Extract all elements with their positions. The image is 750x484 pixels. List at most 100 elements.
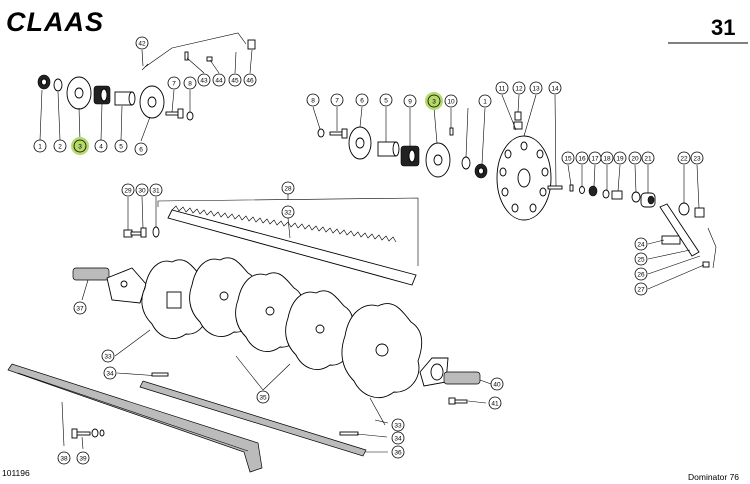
linkage-rod-assembly [141, 32, 256, 74]
callout-label: 21 [644, 155, 652, 162]
drive-shaft-left [72, 267, 147, 304]
callout-label: 27 [637, 286, 645, 293]
callout-circle [256, 390, 270, 404]
callout-circle [575, 151, 589, 165]
callout-circle [134, 142, 148, 156]
callout-circle [306, 93, 320, 107]
callout-circle [94, 139, 108, 153]
callout-circle [167, 76, 181, 90]
callout-label: 13 [532, 85, 540, 92]
callout-label: 4 [99, 143, 103, 150]
claas-logo: CLAAS [6, 7, 104, 37]
callout-circle [379, 93, 393, 107]
callout-circle [212, 73, 226, 87]
callout-15: 15 [561, 151, 575, 165]
callout-35: 35 [256, 390, 270, 404]
callout-label: 35 [259, 394, 267, 401]
callout-circle [355, 93, 369, 107]
callout-30: 30 [135, 183, 149, 197]
callout-1: 1 [33, 139, 47, 153]
callout-12: 12 [512, 81, 526, 95]
callout-circle [641, 151, 655, 165]
callout-circle [33, 139, 47, 153]
callout-3: 3 [71, 137, 89, 155]
callout-circle [135, 183, 149, 197]
callout-label: 11 [499, 85, 506, 92]
callout-label: 44 [215, 77, 223, 84]
callout-circle [634, 282, 648, 296]
callout-label: 23 [693, 155, 701, 162]
callout-3: 3 [425, 92, 443, 110]
callout-circle [281, 205, 295, 219]
callout-6: 6 [134, 142, 148, 156]
callout-31: 31 [149, 183, 163, 197]
callout-label: 8 [188, 80, 192, 87]
callout-label: 26 [637, 271, 645, 278]
callout-label: 28 [284, 185, 292, 192]
callout-27: 27 [634, 282, 648, 296]
callout-circle [149, 183, 163, 197]
callout-5: 5 [114, 139, 128, 153]
callout-21: 21 [641, 151, 655, 165]
long-rod-36 [139, 380, 389, 457]
callout-label: 12 [515, 85, 523, 92]
callout-label: 19 [616, 155, 624, 162]
callout-1: 1 [478, 94, 492, 108]
callout-circle [76, 451, 90, 465]
callout-4: 4 [94, 139, 108, 153]
callout-label: 7 [335, 97, 339, 104]
callout-14: 14 [548, 81, 562, 95]
callout-circle [628, 151, 642, 165]
callout-label: 39 [79, 455, 87, 462]
callout-label: 25 [637, 256, 645, 263]
callout-circle [73, 139, 87, 153]
callout-circle [228, 73, 242, 87]
callout-label: 36 [394, 449, 402, 456]
callout-circle [183, 76, 197, 90]
callout-23: 23 [690, 151, 704, 165]
callout-41: 41 [488, 396, 502, 410]
callout-circle [548, 81, 562, 95]
callout-37: 37 [73, 301, 87, 315]
sprocket-holes [499, 141, 549, 213]
callout-17: 17 [588, 151, 602, 165]
callout-18: 18 [600, 151, 614, 165]
callout-circle [690, 151, 704, 165]
callout-7: 7 [167, 76, 181, 90]
callout-label: 42 [138, 40, 146, 47]
callout-2: 2 [53, 139, 67, 153]
callout-circle [613, 151, 627, 165]
callout-label: 15 [564, 155, 572, 162]
callout-10: 10 [444, 94, 458, 108]
callout-circle [495, 81, 509, 95]
callout-circle [478, 94, 492, 108]
callout-34: 34 [103, 366, 117, 380]
callout-label: 3 [432, 98, 436, 105]
callout-circle [53, 139, 67, 153]
callout-label: 14 [551, 85, 559, 92]
model-name: Dominator 76 [688, 472, 739, 482]
callout-circle [57, 451, 71, 465]
drawing-number: 101196 [2, 468, 30, 478]
callout-label: 18 [603, 155, 611, 162]
callout-13: 13 [529, 81, 543, 95]
callout-circle [121, 183, 135, 197]
callout-label: 5 [384, 97, 388, 104]
callout-circle [391, 445, 405, 459]
callout-label: 31 [152, 187, 160, 194]
callout-22: 22 [677, 151, 691, 165]
callout-label: 34 [394, 435, 402, 442]
callout-42: 42 [135, 36, 149, 50]
callout-circle [135, 36, 149, 50]
callout-label: 6 [360, 97, 364, 104]
callout-circle [634, 252, 648, 266]
callout-circle [73, 301, 87, 315]
callout-label: 16 [578, 155, 586, 162]
callout-label: 5 [119, 143, 123, 150]
callout-label: 6 [139, 146, 143, 153]
callout-label: 2 [58, 143, 62, 150]
callout-circle [561, 151, 575, 165]
callout-label: 9 [408, 98, 412, 105]
callout-label: 46 [246, 77, 254, 84]
